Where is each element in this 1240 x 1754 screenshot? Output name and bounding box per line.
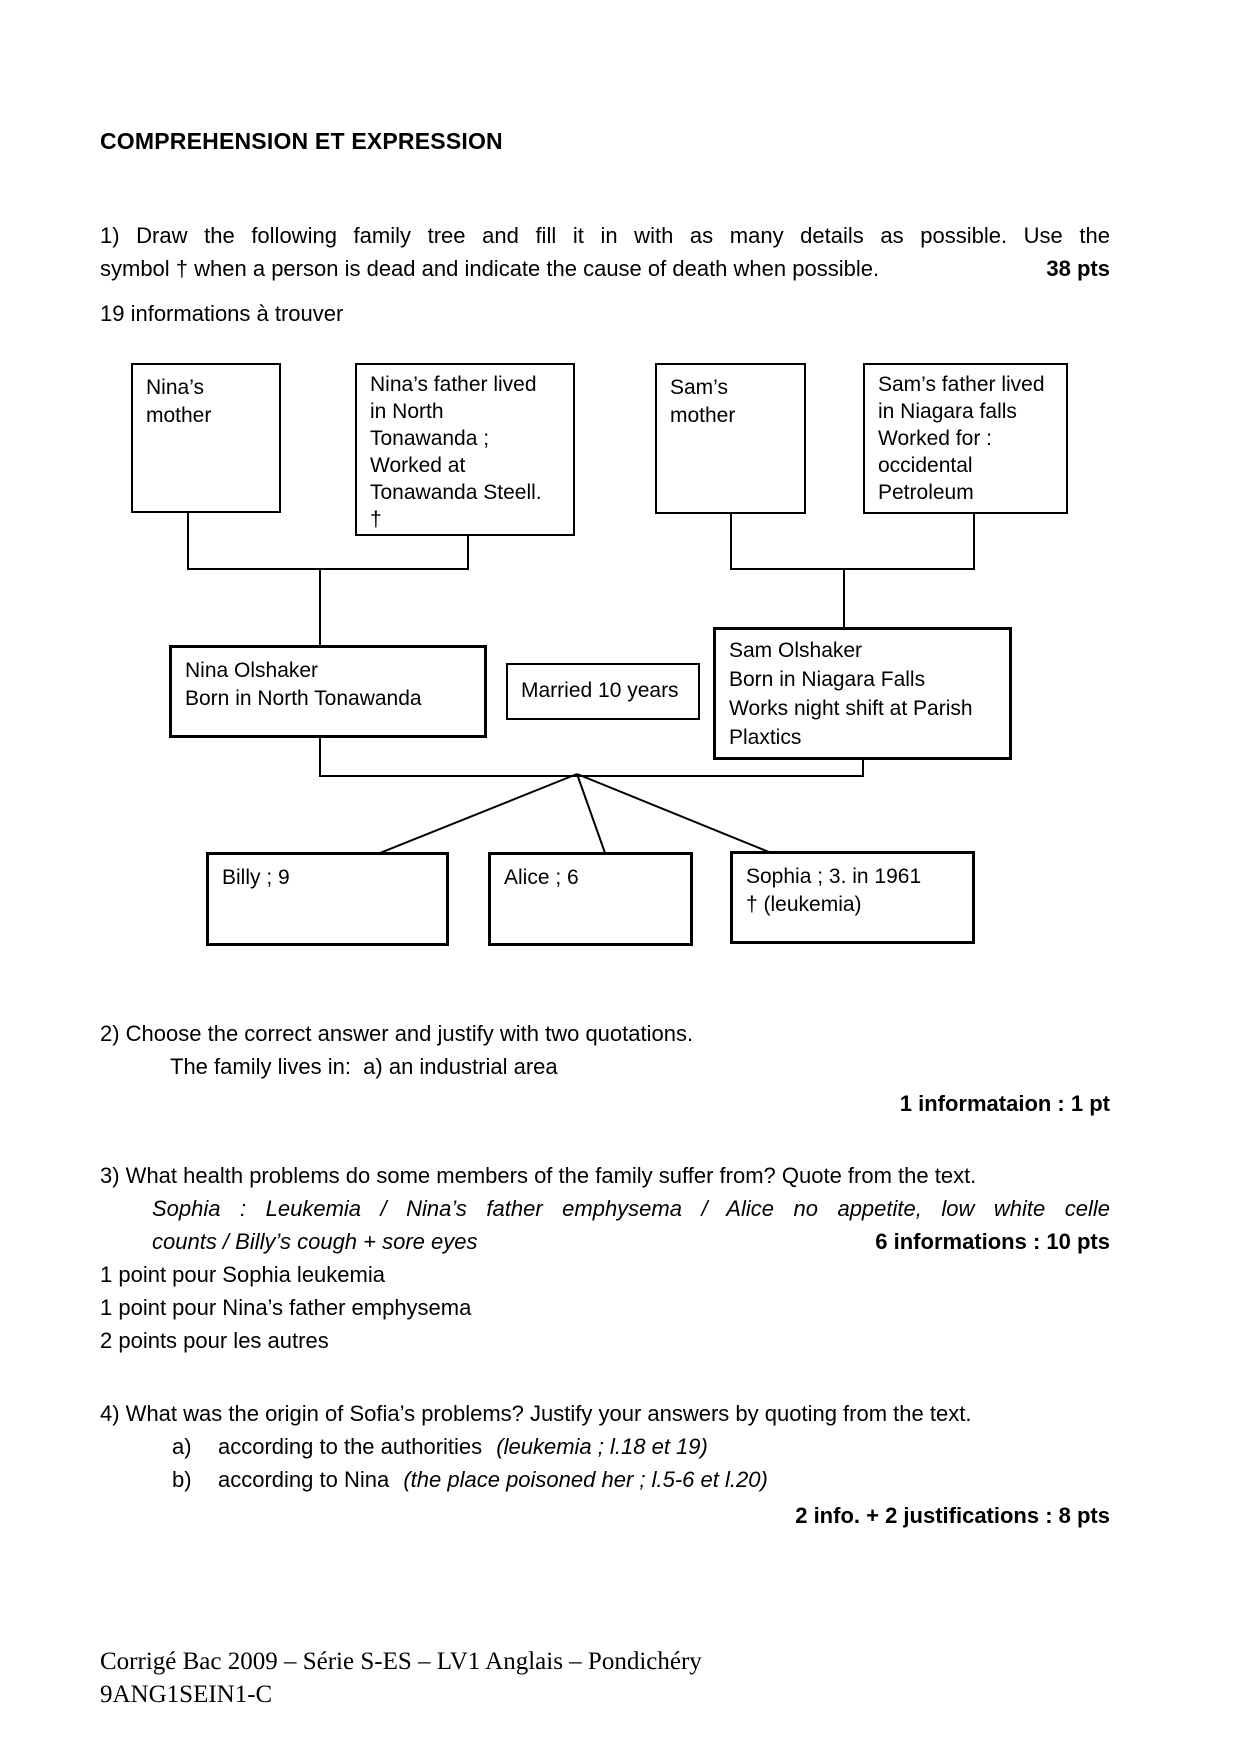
- q4-item-b-quote: (the place poisoned her ; l.5-6 et l.20): [403, 1467, 768, 1492]
- q2-heading: 2) Choose the correct answer and justify…: [100, 1021, 694, 1046]
- q4-points: 2 info. + 2 justifications : 8 pts: [795, 1503, 1110, 1528]
- box-sophia: Sophia ; 3. in 1961 † (leukemia): [730, 851, 975, 944]
- connector-line: [576, 773, 770, 853]
- q4-heading: 4) What was the origin of Sofia’s proble…: [100, 1401, 972, 1426]
- q4-item-a-quote: (leukemia ; l.18 et 19): [496, 1434, 708, 1459]
- box-billy: Billy ; 9: [206, 852, 449, 946]
- box-married: Married 10 years: [506, 663, 700, 720]
- box-nina-olshaker: Nina Olshaker Born in North Tonawanda: [169, 645, 487, 738]
- box-sam-olshaker: Sam Olshaker Born in Niagara Falls Works…: [713, 627, 1012, 760]
- footer-code: 9ANG1SEIN1-C: [100, 1681, 273, 1708]
- q3-quote-line2: counts / Billy’s cough + sore eyes: [152, 1229, 478, 1254]
- q4-item-b-text: according to Nina: [218, 1467, 390, 1492]
- q4-item-a-label: a): [172, 1434, 192, 1459]
- q4-item-b-label: b): [172, 1467, 192, 1492]
- q1-points: 38 pts: [1046, 256, 1110, 281]
- q4-item-a-text: according to the authorities: [218, 1434, 483, 1459]
- q3-note-3: 2 points pour les autres: [100, 1328, 329, 1353]
- connector-line: [379, 773, 578, 854]
- footer-reference: Corrigé Bac 2009 – Série S-ES – LV1 Angl…: [100, 1648, 702, 1675]
- q3-quote-line1: Sophia : Leukemia / Nina’s father emphys…: [152, 1196, 1110, 1221]
- q2-points: 1 informataion : 1 pt: [899, 1091, 1110, 1116]
- box-alice: Alice ; 6: [488, 852, 693, 946]
- q3-heading: 3) What health problems do some members …: [100, 1163, 977, 1188]
- q1-text-line1: 1) Draw the following family tree and fi…: [100, 223, 1110, 248]
- box-sam-mother: Sam’s mother: [655, 363, 806, 514]
- box-nina-mother: Nina’s mother: [131, 363, 281, 513]
- q1-text-line2: symbol † when a person is dead and indic…: [100, 256, 880, 281]
- q2-answer: The family lives in: a) an industrial ar…: [170, 1054, 558, 1079]
- connector-line: [576, 773, 606, 854]
- page-title: COMPREHENSION ET EXPRESSION: [100, 128, 503, 154]
- q3-note-1: 1 point pour Sophia leukemia: [100, 1262, 385, 1287]
- q3-points: 6 informations : 10 pts: [875, 1229, 1110, 1254]
- q1-info-note: 19 informations à trouver: [100, 301, 344, 326]
- box-sam-father: Sam’s father lived in Niagara falls Work…: [863, 363, 1068, 514]
- q3-note-2: 1 point pour Nina’s father emphysema: [100, 1295, 472, 1320]
- box-nina-father: Nina’s father lived in North Tonawanda ;…: [355, 363, 575, 536]
